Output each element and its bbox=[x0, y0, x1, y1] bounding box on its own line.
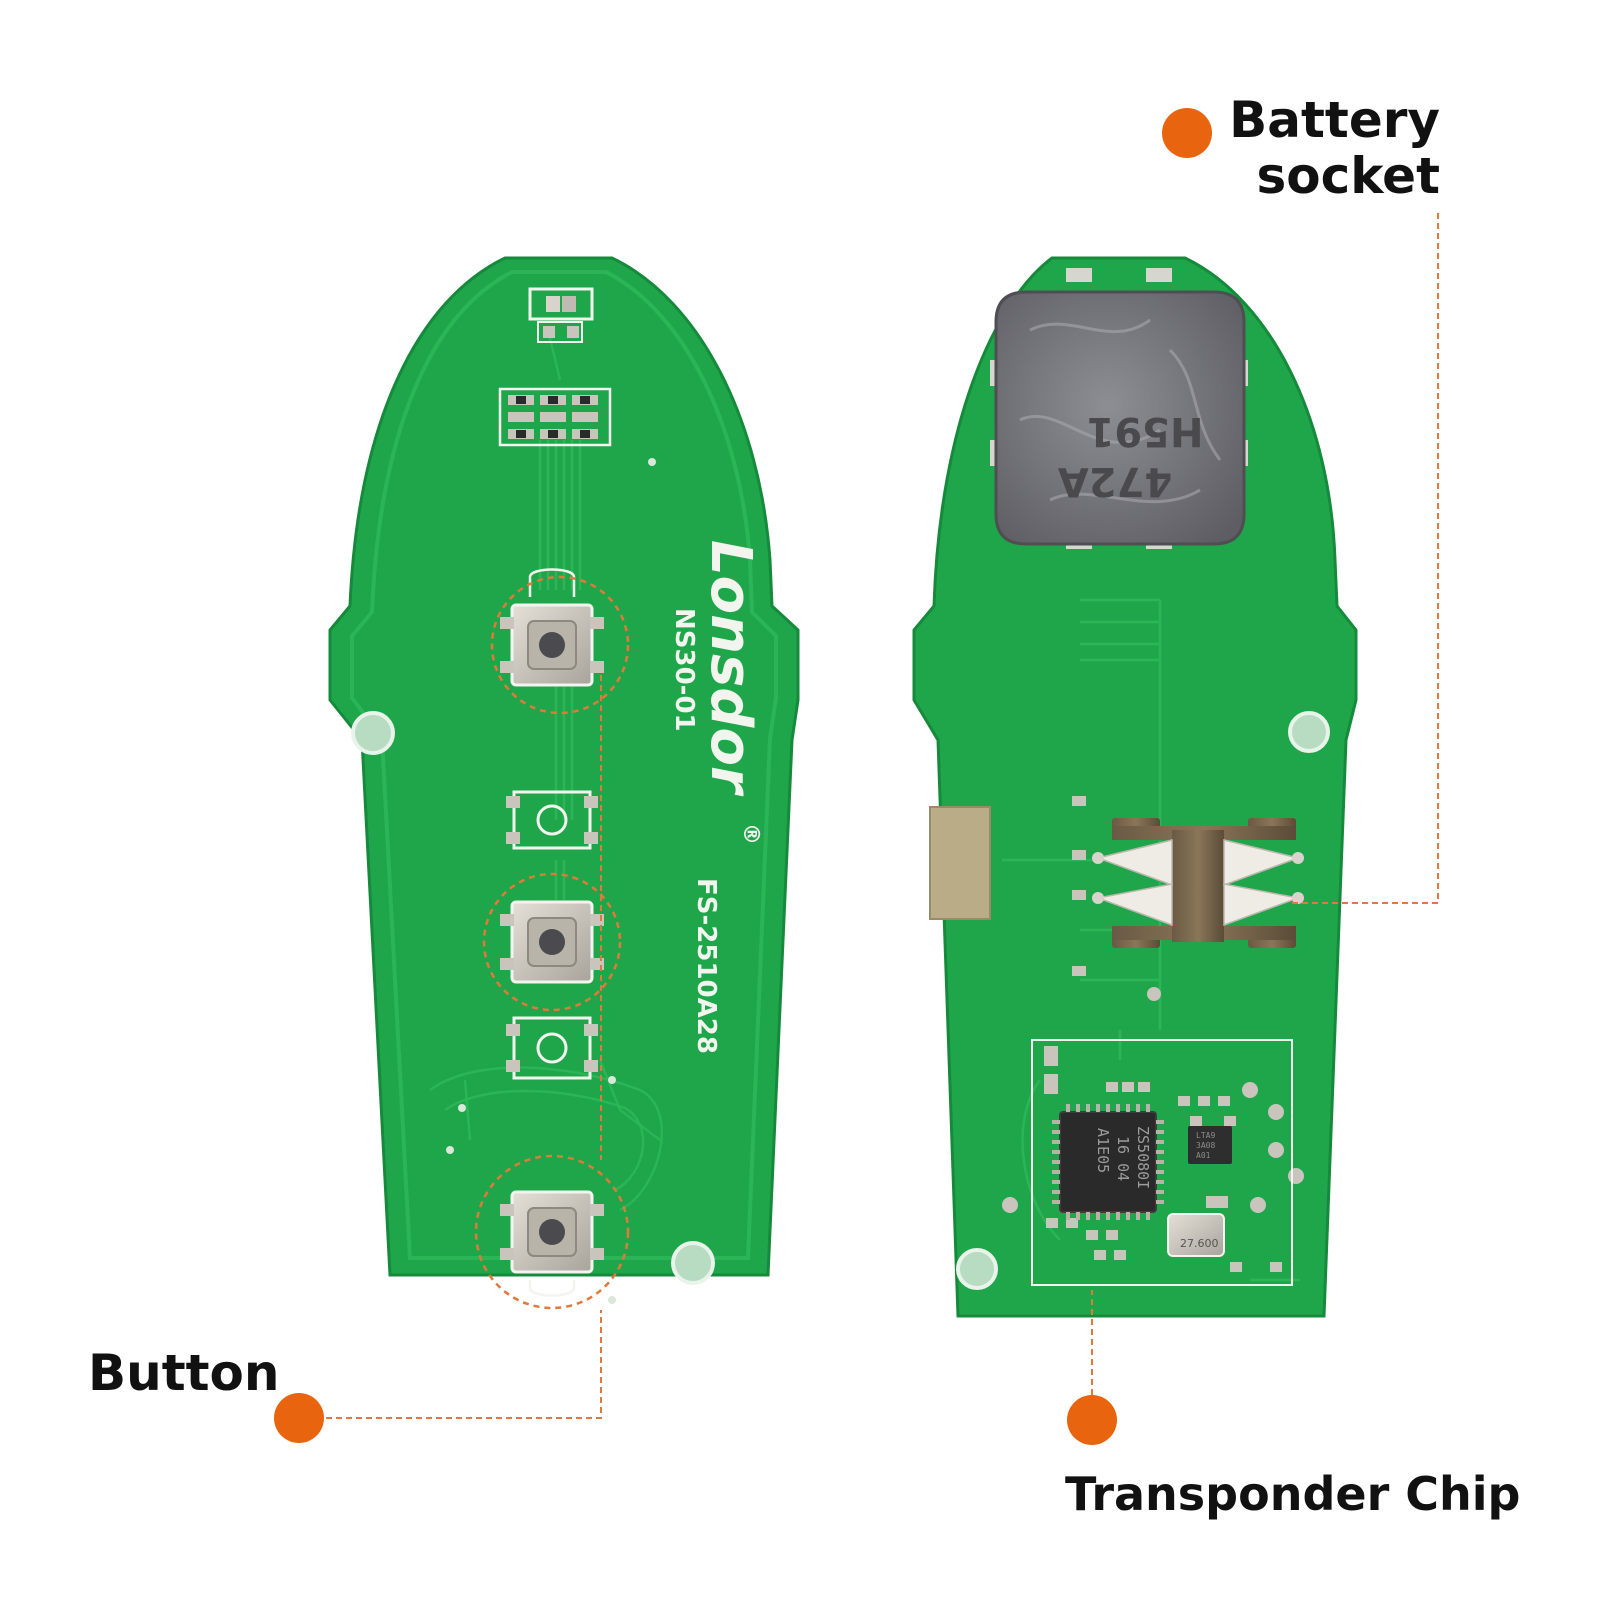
back-mount-hole-right bbox=[1288, 711, 1330, 753]
tact-switch-2 bbox=[500, 900, 604, 984]
callouts bbox=[274, 108, 1439, 1445]
battery-socket-label-line2: socket bbox=[1256, 147, 1440, 205]
pcb-front-board: Lonsdor ® NS30-01 FS-2510A28 bbox=[328, 256, 800, 1310]
transponder-chip-label: Transponder Chip bbox=[1065, 1467, 1521, 1521]
antenna-pad bbox=[929, 806, 991, 920]
battery-socket-label: Battery socket bbox=[1180, 92, 1440, 204]
battery-callout-dot bbox=[1162, 108, 1212, 158]
button-callout-dot bbox=[274, 1393, 324, 1443]
resistor-array bbox=[498, 387, 612, 447]
chip-marking-line3: A1E05 bbox=[1094, 1128, 1112, 1173]
button-highlight-circles bbox=[474, 575, 630, 1310]
inductor-marking-line2: 472A bbox=[1058, 458, 1172, 504]
transponder-chip-area: ZS5080I 16 04 A1E05 LTA9 3A08 A01 27.600 bbox=[1031, 1039, 1293, 1286]
battery-clip bbox=[1092, 818, 1304, 948]
chip-marking-line2: 16 04 bbox=[1114, 1136, 1132, 1181]
model-text: NS30-01 bbox=[669, 608, 699, 732]
crystal-oscillator bbox=[1167, 1213, 1225, 1257]
pcb-front-traces bbox=[429, 329, 663, 1212]
battery-socket-label-line1: Battery bbox=[1229, 91, 1440, 149]
registered-mark: ® bbox=[738, 823, 763, 845]
battery-callout-line bbox=[1290, 213, 1439, 904]
front-silkscreen: Lonsdor ® NS30-01 FS-2510A28 bbox=[669, 540, 763, 1054]
button-label: Button bbox=[88, 1344, 280, 1402]
tact-switch-3 bbox=[500, 1190, 604, 1297]
small-ic-marking-line2: 3A08 bbox=[1196, 1141, 1215, 1150]
front-mount-hole-right bbox=[671, 1241, 715, 1285]
small-ic bbox=[1188, 1126, 1232, 1164]
tact-switch-1 bbox=[500, 568, 604, 687]
led-footprint bbox=[528, 287, 594, 343]
front-mount-hole-left bbox=[351, 711, 395, 755]
inductor-marking-line1: H591 bbox=[1087, 408, 1204, 454]
part-number-text: FS-2510A28 bbox=[691, 878, 721, 1054]
chip-marking-line1: ZS5080I bbox=[1134, 1126, 1152, 1189]
tact-switch-footprint-2 bbox=[506, 790, 598, 850]
button-callout-line bbox=[326, 1310, 602, 1419]
back-mount-hole-left bbox=[956, 1248, 998, 1290]
front-vias bbox=[446, 458, 656, 1304]
coil-inductor: H591 472A bbox=[990, 268, 1248, 549]
small-ic-marking-line3: A01 bbox=[1196, 1151, 1211, 1160]
tact-switch-footprint-4 bbox=[506, 1016, 598, 1080]
brand-logo-text: Lonsdor bbox=[698, 540, 763, 797]
transponder-callout-dot bbox=[1067, 1395, 1117, 1445]
crystal-marking: 27.600 bbox=[1180, 1237, 1219, 1250]
small-ic-marking-line1: LTA9 bbox=[1196, 1131, 1215, 1140]
pcb-back-board: H591 472A bbox=[912, 256, 1358, 1318]
